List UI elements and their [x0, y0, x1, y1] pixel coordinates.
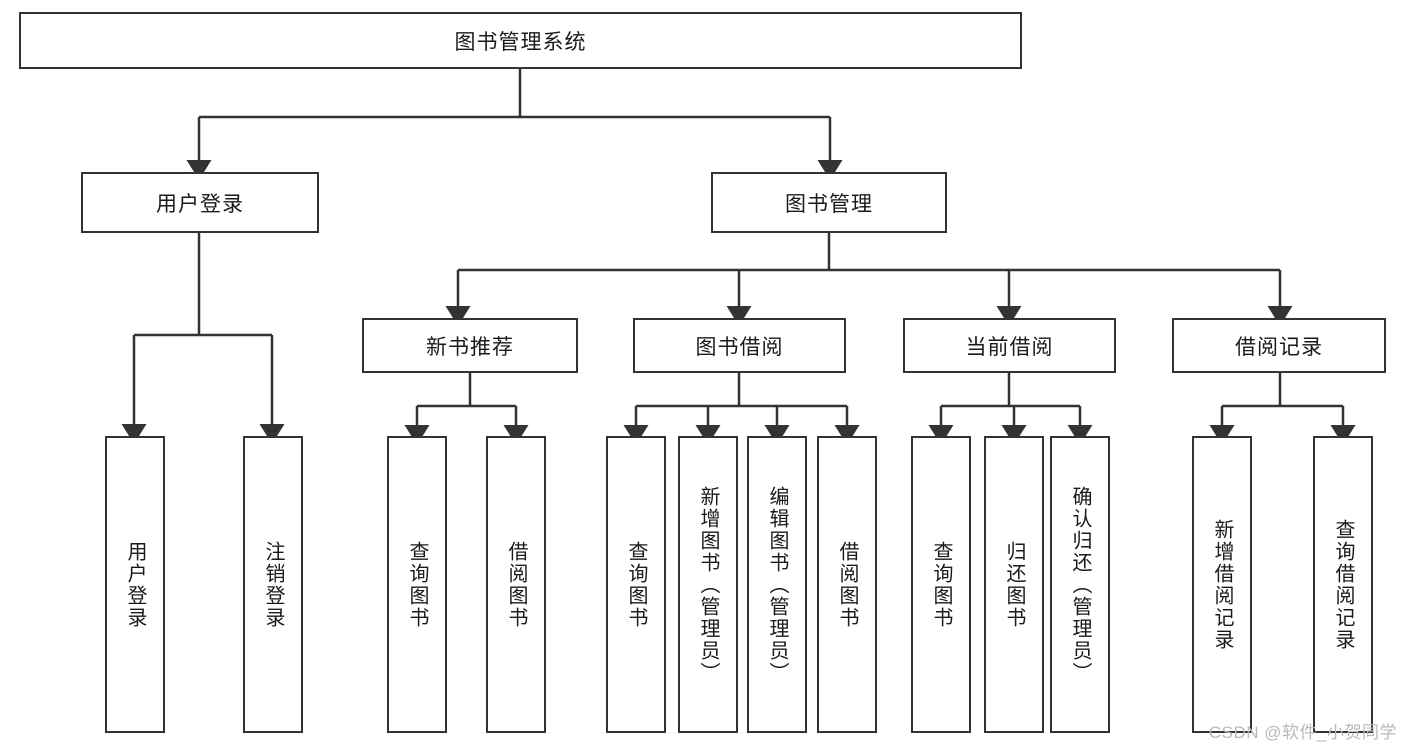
node-leaf-add-book-admin[interactable]: 新增图书（管理员）: [678, 436, 738, 733]
node-book-manage[interactable]: 图书管理: [711, 172, 947, 233]
node-leaf-confirm-return-admin-label: 确认归还（管理员）: [1069, 485, 1091, 684]
node-leaf-logout-label: 注销登录: [262, 540, 284, 629]
csdn-watermark: CSDN @软件_小贺同学: [1208, 723, 1397, 742]
node-leaf-logout[interactable]: 注销登录: [243, 436, 303, 733]
node-leaf-confirm-return-admin[interactable]: 确认归还（管理员）: [1050, 436, 1110, 733]
node-leaf-edit-book-admin-label: 编辑图书（管理员）: [766, 485, 788, 684]
node-leaf-edit-book-admin[interactable]: 编辑图书（管理员）: [747, 436, 807, 733]
node-leaf-borrow-book-rec-label: 借阅图书: [505, 540, 527, 629]
node-leaf-borrow-book-rec[interactable]: 借阅图书: [486, 436, 546, 733]
node-leaf-user-login[interactable]: 用户登录: [105, 436, 165, 733]
node-leaf-add-borrow-record[interactable]: 新增借阅记录: [1192, 436, 1252, 733]
node-leaf-query-book-borrow-label: 查询图书: [625, 540, 647, 629]
node-new-book-recommend-label: 新书推荐: [426, 335, 514, 359]
node-borrow-record-label: 借阅记录: [1235, 335, 1323, 359]
node-borrow-record[interactable]: 借阅记录: [1172, 318, 1386, 373]
node-user-login-label: 用户登录: [156, 192, 244, 216]
node-leaf-query-book-current-label: 查询图书: [930, 540, 952, 629]
node-current-borrow[interactable]: 当前借阅: [903, 318, 1116, 373]
node-leaf-return-book[interactable]: 归还图书: [984, 436, 1044, 733]
node-leaf-query-book-borrow[interactable]: 查询图书: [606, 436, 666, 733]
node-root[interactable]: 图书管理系统: [19, 12, 1022, 69]
node-book-borrow-label: 图书借阅: [695, 335, 784, 359]
node-leaf-query-borrow-record-label: 查询借阅记录: [1332, 518, 1354, 651]
node-leaf-borrow-book[interactable]: 借阅图书: [817, 436, 877, 733]
node-leaf-user-login-label: 用户登录: [124, 540, 146, 629]
node-leaf-add-borrow-record-label: 新增借阅记录: [1211, 518, 1233, 651]
node-leaf-query-book-rec[interactable]: 查询图书: [387, 436, 447, 733]
node-leaf-borrow-book-label: 借阅图书: [836, 540, 858, 629]
node-current-borrow-label: 当前借阅: [965, 335, 1054, 359]
node-book-borrow[interactable]: 图书借阅: [633, 318, 846, 373]
node-user-login[interactable]: 用户登录: [81, 172, 319, 233]
node-leaf-query-borrow-record[interactable]: 查询借阅记录: [1313, 436, 1373, 733]
node-root-label: 图书管理系统: [454, 30, 587, 54]
node-leaf-add-book-admin-label: 新增图书（管理员）: [697, 485, 719, 684]
node-leaf-query-book-rec-label: 查询图书: [406, 540, 428, 629]
node-leaf-query-book-current[interactable]: 查询图书: [911, 436, 971, 733]
node-book-manage-label: 图书管理: [785, 192, 873, 216]
node-leaf-return-book-label: 归还图书: [1003, 540, 1025, 629]
node-new-book-recommend[interactable]: 新书推荐: [362, 318, 578, 373]
